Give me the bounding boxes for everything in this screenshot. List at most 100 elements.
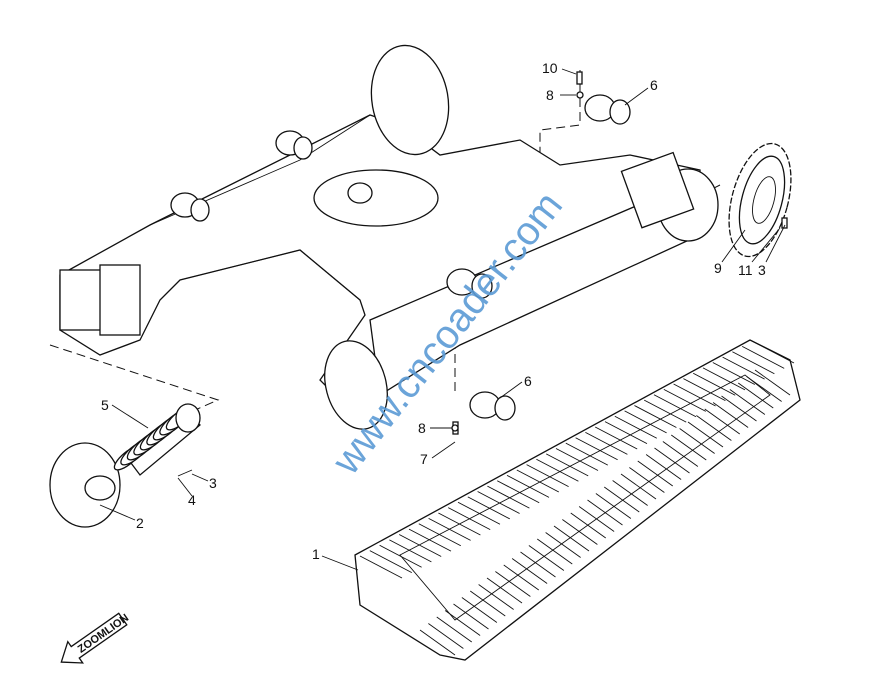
track-shoe <box>528 545 565 571</box>
track-shoe <box>654 447 690 474</box>
track-shoe <box>469 590 506 617</box>
track-shoe <box>503 564 540 591</box>
track-shoe <box>712 402 749 428</box>
track-shoe <box>603 486 640 513</box>
track-shoe <box>604 421 648 445</box>
track-shoe <box>487 485 530 509</box>
track-shoe <box>418 523 462 547</box>
track-shoe <box>444 610 481 636</box>
track-shoe <box>575 437 618 461</box>
track-shoe <box>722 356 765 380</box>
track-shoe <box>555 448 599 471</box>
track-shoe <box>663 388 707 412</box>
track-shoe <box>486 577 523 604</box>
track-shoe <box>634 405 677 428</box>
track-shoe <box>562 519 598 545</box>
track-shoe <box>653 394 697 418</box>
track-shoe <box>721 395 757 422</box>
callout-7: 7 <box>420 451 428 467</box>
track-shoe <box>526 464 569 488</box>
callout-6-bottom: 6 <box>524 373 532 389</box>
callout-8-top: 8 <box>546 87 554 103</box>
track-shoe <box>389 539 432 563</box>
track-shoe <box>662 441 699 467</box>
track-chain <box>354 339 801 661</box>
track-shoe <box>643 399 687 423</box>
track-shoe <box>359 555 403 579</box>
track-shoe <box>369 550 413 574</box>
track-shoe <box>478 584 514 610</box>
callout-3-idler: 3 <box>209 475 217 491</box>
callout-10-top: 10 <box>542 60 558 76</box>
track-shoe <box>419 629 456 656</box>
track-shoe <box>511 558 548 584</box>
track-shoe <box>704 408 741 435</box>
track-shoe <box>516 469 560 493</box>
callouts: 10 8 6 9 11 3 5 3 4 2 6 8 7 1 <box>101 60 766 562</box>
track-shoe <box>692 372 736 396</box>
fasteners <box>451 71 788 435</box>
callout-8-bottom: 8 <box>418 420 426 436</box>
track-shoe <box>428 623 464 649</box>
track-shoe <box>595 493 632 519</box>
track-shoe <box>624 410 667 434</box>
track-shoe <box>565 442 609 466</box>
carrier-rollers <box>170 94 631 421</box>
track-shoe <box>428 517 471 541</box>
track-shoe <box>447 507 491 531</box>
track-shoe <box>741 345 785 369</box>
track-shoe <box>612 480 648 506</box>
track-shoe <box>496 480 540 504</box>
callout-9: 9 <box>714 260 722 276</box>
track-shoe <box>737 382 774 409</box>
callout-6-top: 6 <box>650 77 658 93</box>
leader-lines <box>99 68 786 571</box>
track-frame <box>59 44 719 430</box>
track-shoe <box>587 499 623 526</box>
track-shoe <box>712 362 756 385</box>
track-shoe <box>746 376 782 402</box>
track-shoe <box>545 532 581 558</box>
track-shoe <box>751 340 795 364</box>
track-shoe <box>729 389 766 415</box>
sprocket <box>728 142 792 258</box>
track-shoe <box>670 434 707 461</box>
idler-assembly <box>49 403 201 528</box>
track-shoe <box>467 496 511 520</box>
track-shoe <box>687 421 724 448</box>
callout-3-sprocket: 3 <box>758 262 766 278</box>
track-shoe <box>536 458 579 482</box>
track-shoe <box>536 538 573 565</box>
track-shoe <box>453 603 489 630</box>
track-shoe <box>594 426 638 450</box>
track-shoe <box>379 544 422 568</box>
track-shoe <box>553 525 590 552</box>
track-shoe <box>408 528 452 552</box>
track-shoe <box>645 454 682 480</box>
orientation-arrow-text: ZOOMLION <box>76 612 131 656</box>
track-shoe <box>637 460 674 487</box>
track-shoe <box>438 512 481 536</box>
track-shoe <box>754 369 791 396</box>
track-shoe <box>673 383 716 407</box>
track-shoe <box>702 367 746 391</box>
track-shoe <box>679 428 715 454</box>
track-shoe <box>683 378 726 402</box>
track-shoe <box>495 571 531 597</box>
track-shoe <box>570 512 607 539</box>
track-shoe <box>398 534 442 557</box>
callout-5: 5 <box>101 397 109 413</box>
track-shoe <box>620 473 657 500</box>
track-shoe <box>457 501 501 525</box>
track-shoe <box>696 415 732 441</box>
track-shoe <box>520 551 556 578</box>
track-shoe <box>461 597 498 623</box>
track-shoe <box>732 351 775 375</box>
track-shoe <box>506 474 550 498</box>
track-shoe <box>477 491 520 514</box>
callout-4: 4 <box>188 492 196 508</box>
track-shoe <box>578 506 615 532</box>
track-shoe <box>436 616 473 643</box>
